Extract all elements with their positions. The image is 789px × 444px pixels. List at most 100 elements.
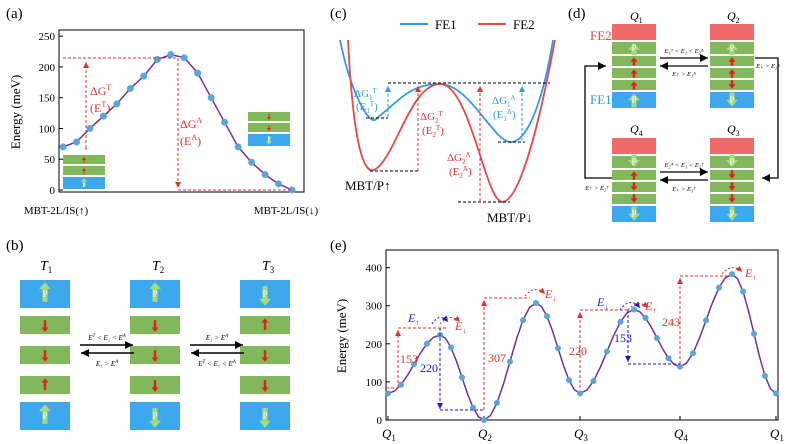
e-ytick-label: 400 [366,263,383,275]
e-v153b: 153 [614,331,632,345]
e-point [740,288,746,295]
b-stack-1: PP [20,280,70,430]
a-point [261,171,269,179]
svg-text:P: P [631,43,636,53]
e-xtick-label: Q3 [574,426,588,443]
svg-text:P: P [42,411,47,421]
panel-e-ylabel: Energy (meV) [334,299,349,373]
a-point [194,69,202,77]
e-point [642,314,649,321]
panel-c-label: (c) [330,6,347,22]
a-ytick-label: 150 [39,93,56,105]
e-point [577,390,583,397]
panel-c: (c) FE1 FE2 ΔG1T (E1T) ΔG2T (E2T) ΔG1A (… [330,6,556,225]
a-point [275,180,283,188]
a-point [72,138,80,146]
d-q3: Q3 [727,122,740,138]
d-q4: Q4 [630,122,643,138]
a-et-label: (ET) [90,100,110,115]
svg-text:P: P [631,95,636,105]
e-point [762,372,768,379]
a-stack-right: P [248,112,290,146]
e-point [773,390,779,397]
c-mbt-up: MBT/P↑ [345,178,391,193]
c-legend-fe2: FE2 [513,17,535,32]
c-legend-fe1: FE1 [435,17,457,32]
e-point [654,335,660,342]
d-c21: E↑ > E₁ᴬ [671,71,696,78]
panel-a-curve [59,51,296,194]
panel-a-frame [58,29,305,193]
e-point [398,381,404,388]
a-ytick-label: 100 [39,123,56,135]
e-point [703,317,709,324]
b-t3: T3 [262,259,275,275]
e-point [470,404,476,411]
e-ytick-label: 0 [377,415,383,427]
a-dgt-label: ΔGT [90,83,111,98]
e-xtick-label: Q4 [674,426,688,443]
b-t1: T1 [40,259,52,275]
a-stack-left: P [63,155,105,189]
e-point [751,330,757,337]
e-v153a: 153 [400,352,418,366]
e-label-edown3: E↓ [596,295,608,311]
a-point [288,186,296,194]
d-q1: Q1 [630,9,643,25]
b-transitions: ET < E↓ < EA E↑ > EA E↓ > EA ET < E↑ < E… [80,334,244,370]
e-ytick-label: 100 [366,377,383,389]
e-ytick-label: 200 [366,339,383,351]
svg-text:P: P [631,157,636,167]
e-point [385,390,391,397]
a-point [113,100,121,108]
e-xtick-label: Q1 [382,426,396,443]
a-point [99,112,107,120]
a-point [153,56,161,64]
c-e2t: (E2T) [422,124,444,139]
a-ea-label: (EA) [180,133,201,148]
d-c43: E₂ᴬ < E₁ < E₂ᵀ [663,162,704,169]
a-point [207,94,215,102]
d-fe1: FE1 [590,92,612,107]
e-point [590,378,597,385]
b-cond-23: E↓ > EA [205,334,229,344]
e-point [566,377,572,384]
e-xtick-label: Q1 [770,426,784,443]
panel-a-annotations: ΔGT (ET) ΔGA (EA) [63,57,292,191]
e-point [690,350,696,357]
e-v220b: 220 [569,344,587,358]
e-point [617,318,624,325]
panel-e-curve [385,271,779,423]
e-xtick-label: Q2 [478,426,492,443]
panel-e-yticks: 0 100 200 300 400 [366,263,390,427]
a-point [126,84,134,92]
a-point [180,54,188,62]
e-point [533,300,539,307]
panel-d-label: (d) [568,6,586,22]
d-cleft: E↑ > E₂ᵀ [584,185,609,192]
c-dg1a: ΔG1A [492,94,516,109]
d-c34: E↓ > E₁ᵀ [671,186,696,193]
e-label-edown1: E↓ [454,319,466,335]
c-e2a: (E2A) [449,165,472,180]
d-q2: Q2 [727,9,740,25]
d-c12: E₁ᵀ < E₁ < E₂ᴬ [663,48,703,55]
panel-a-label: (a) [6,6,23,22]
b-stack-2: PP [130,280,180,430]
a-point [221,118,229,126]
e-point [481,417,487,423]
svg-text:P: P [729,43,734,53]
a-dga-label: ΔGA [180,116,202,131]
panel-e-xticks: Q1 Q2 Q3 Q4 Q1 [382,416,784,443]
b-t2: T2 [152,259,164,275]
e-point [507,358,513,365]
e-point [520,317,526,324]
e-point [411,361,417,368]
d-stack-4: PP [710,138,754,222]
svg-text:P: P [262,411,267,421]
e-ytick-label: 300 [366,301,383,313]
